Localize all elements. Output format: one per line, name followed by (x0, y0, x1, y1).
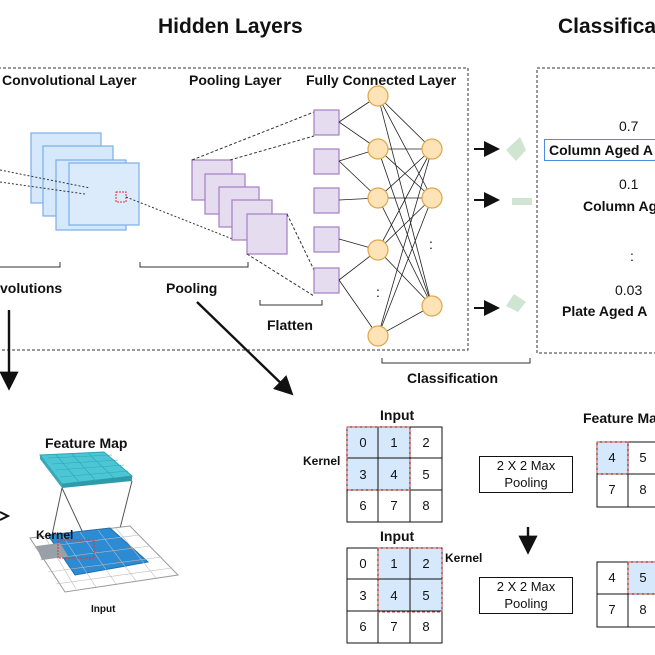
green-indicators (506, 137, 532, 312)
pool-layer-label: Pooling Layer (189, 72, 282, 88)
pool-feature-maps (191, 159, 288, 255)
conv-layer-label: Convolutional Layer (2, 72, 137, 88)
pool-grid-top (346, 426, 443, 523)
pool-input-title-top: Input (380, 407, 415, 423)
fm3d-title: Feature Map (45, 435, 128, 451)
max-pool-op-top: 2 X 2 Max Pooling (479, 456, 573, 493)
result-top-cell: 7 (608, 482, 616, 497)
grid-bottom-cell: 8 (422, 619, 430, 634)
max-pool-op-bottom: 2 X 2 Max Pooling (479, 577, 573, 614)
grid-bottom-cell: 3 (359, 588, 367, 603)
conv-feature-maps (30, 132, 140, 231)
grid-top-cell: 5 (422, 467, 430, 482)
grid-top-cell: 3 (359, 467, 367, 482)
result-top-cell: 5 (639, 450, 647, 465)
grid-bottom-cell: 2 (422, 556, 430, 571)
output-label-2: Column Ag (583, 198, 655, 214)
pool-input-title-bottom: Input (380, 528, 415, 544)
output-prob-2: 0.1 (619, 176, 639, 192)
fc-ellipsis-2: : (376, 284, 380, 300)
result-top-cell: 4 (608, 450, 616, 465)
output-prob-1: 0.7 (619, 118, 639, 134)
hidden-layers-frame (0, 67, 469, 351)
grid-bottom-cell: 6 (359, 619, 367, 634)
grid-top-cell: 0 (359, 435, 367, 450)
grid-top-cell: 8 (422, 498, 430, 513)
fc-edges (338, 95, 433, 337)
fc-ellipsis-1: : (429, 236, 433, 252)
grid-top-cell: 1 (390, 435, 398, 450)
output-label-4: Plate Aged A (562, 303, 648, 319)
grid-bottom-cell: 0 (359, 556, 367, 571)
fc-layer-label: Fully Connected Layer (306, 72, 457, 88)
classification-title: Classifica (558, 15, 655, 38)
fm3d-input: Input (91, 604, 116, 615)
pool-grid-bottom (346, 547, 443, 644)
result-bottom-cell: 5 (639, 570, 647, 585)
result-bottom-cell: 7 (608, 602, 616, 617)
stage-flatten: Flatten (267, 317, 313, 333)
result-bottom-cell: 4 (608, 570, 616, 585)
feature-map-title: Feature Ma (583, 410, 655, 426)
stage-classification: Classification (407, 370, 499, 386)
result-grid-bottom (596, 561, 655, 628)
flatten-vector (313, 109, 340, 294)
stage-pooling: Pooling (166, 280, 218, 296)
hidden-layers-title: Hidden Layers (158, 15, 303, 38)
result-bottom-cell: 8 (639, 602, 647, 617)
pool-flatten-lines (191, 111, 315, 297)
pool-kernel-right: Kernel (445, 551, 483, 565)
grid-top-cell: 6 (359, 498, 367, 513)
grid-top-cell: 7 (390, 498, 398, 513)
feature-map-3d (0, 451, 180, 593)
grid-bottom-cell: 4 (390, 588, 398, 603)
stage-convolutions: volutions (0, 280, 63, 296)
detail-arrows (0, 301, 538, 555)
grid-bottom-cell: 1 (390, 556, 398, 571)
fm3d-kernel: Kernel (36, 528, 74, 542)
grid-bottom-cell: 5 (422, 588, 430, 603)
output-prob-3: : (630, 248, 634, 264)
grid-bottom-cell: 7 (390, 619, 398, 634)
grid-top-cell: 4 (390, 467, 398, 482)
stage-brackets (0, 262, 531, 364)
classification-arrows (474, 141, 500, 316)
grid-top-cell: 2 (422, 435, 430, 450)
result-grid-top (596, 441, 655, 508)
fc-nodes (367, 85, 443, 347)
pool-kernel-left: Kernel (303, 454, 341, 468)
output-prob-4: 0.03 (615, 282, 643, 298)
output-label-1: Column Aged A (544, 139, 655, 161)
conv-projection-lines (0, 169, 236, 241)
classification-frame (536, 67, 655, 354)
result-top-cell: 8 (639, 482, 647, 497)
